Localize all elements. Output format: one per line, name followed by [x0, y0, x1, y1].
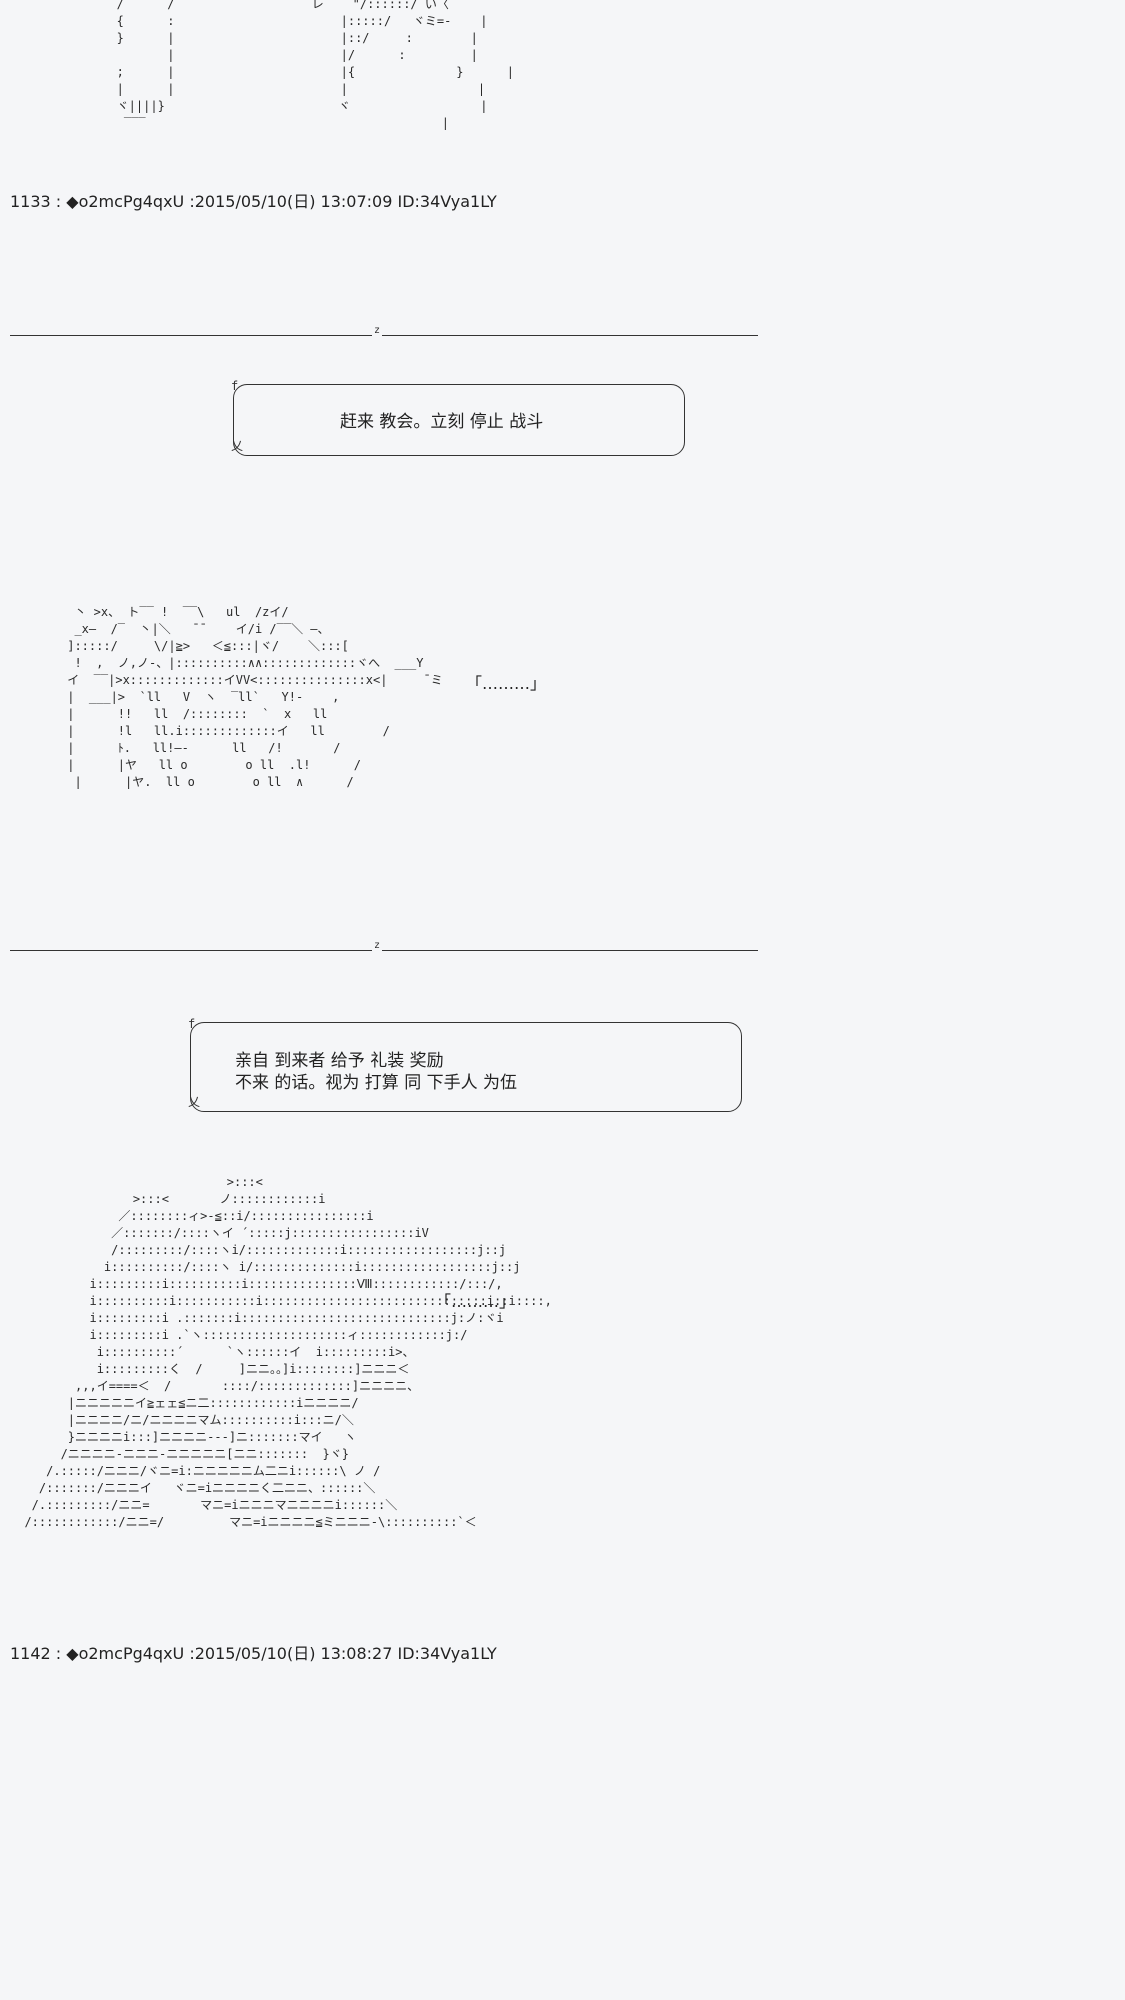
bubble-corner-top: f	[188, 1017, 196, 1031]
separator-mark: z	[374, 325, 381, 336]
separator-mark: z	[374, 940, 381, 951]
dialogue-quote: 「………」	[435, 1292, 516, 1311]
ascii-art-figure: 丶 >x、 ト‾‾ ! ‾‾\ ul /zイ/ _x― /‾ 丶|＼ ̄ ̄ イ…	[67, 605, 443, 789]
separator-line: z	[10, 940, 758, 954]
bubble-corner-bottom: 乂	[188, 1095, 201, 1109]
bubble-corner-top: f	[231, 379, 239, 393]
post-header: 1133 : ◆o2mcPg4qxU :2015/05/10(日) 13:07:…	[10, 192, 497, 211]
speech-bubble: f 乂 赶来 教会。立刻 停止 战斗	[231, 379, 685, 456]
bubble-text: 赶来 教会。立刻 停止 战斗	[340, 412, 544, 432]
ascii-art-figure: >:::< >:::< ノ::::::::::::i ／::::::::ィ>‐≦…	[24, 1175, 552, 1529]
ascii-art-top: / / レ "/::::::/ い〈 { : |:::::/ ヾミ=- | } …	[116, 0, 515, 130]
bubble-corner-bottom: 乂	[231, 439, 244, 453]
bubble-text-line-2: 不来 的话。视为 打算 同 下手人 为伍	[235, 1073, 518, 1093]
bubble-text-line-1: 亲自 到来者 给予 礼装 奖励	[235, 1051, 444, 1071]
speech-bubble: f 乂 亲自 到来者 给予 礼装 奖励 不来 的话。视为 打算 同 下手人 为伍	[188, 1017, 742, 1112]
post-header: 1142 : ◆o2mcPg4qxU :2015/05/10(日) 13:08:…	[10, 1644, 497, 1663]
separator-line: z	[10, 325, 758, 339]
dialogue-quote: 「………」	[466, 674, 547, 693]
